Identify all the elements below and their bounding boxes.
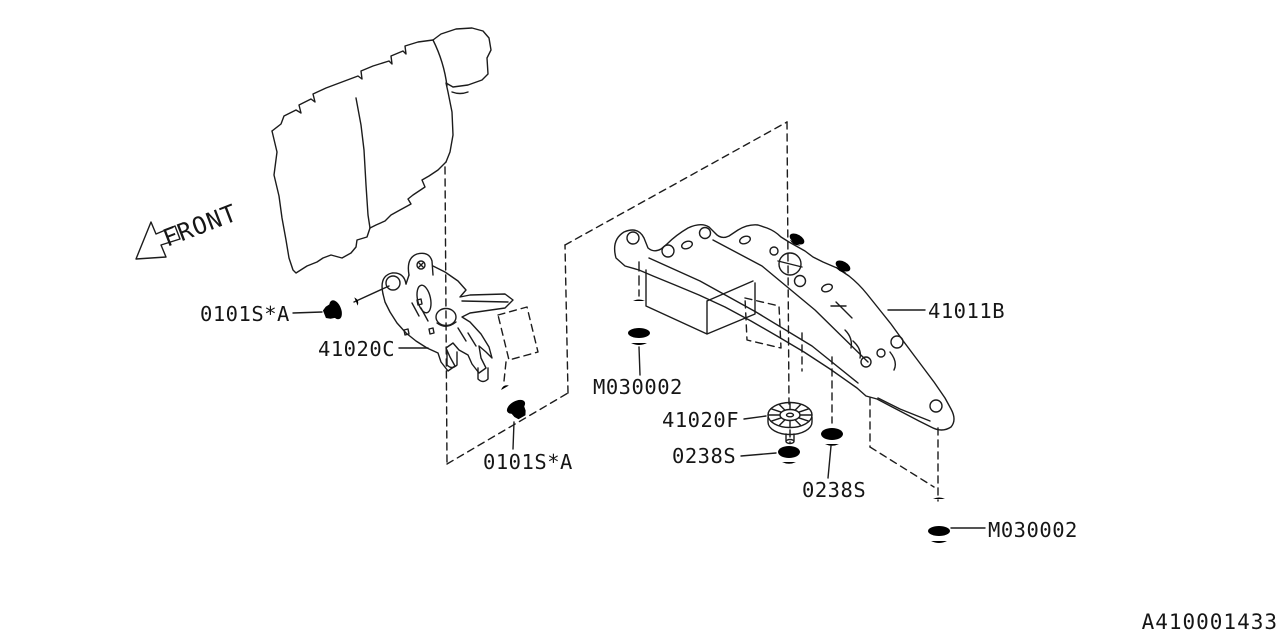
part-label-m030002-left[interactable]: M030002 <box>593 375 683 399</box>
part-label-0238s-left[interactable]: 0238S <box>672 444 736 468</box>
crossmember-41011b-drawing <box>613 224 955 431</box>
damper-41020f-drawing <box>767 401 813 445</box>
part-label-41011b[interactable]: 41011B <box>928 299 1005 323</box>
front-label: FRONT <box>159 199 241 253</box>
part-label-0101sa-lower[interactable]: 0101S*A <box>483 450 573 474</box>
part-label-m030002-right[interactable]: M030002 <box>988 518 1078 542</box>
part-label-41020f[interactable]: 41020F <box>662 408 739 432</box>
part-label-0101sa-upper[interactable]: 0101S*A <box>200 302 290 326</box>
leader-lines <box>292 309 986 529</box>
bracket-41020c-drawing <box>353 252 514 383</box>
part-label-41020c[interactable]: 41020C <box>318 337 395 361</box>
nut-0238s-right-drawing <box>821 428 843 446</box>
bolt-0101sa-lower-drawing <box>495 381 531 423</box>
part-label-0238s-right[interactable]: 0238S <box>802 478 866 502</box>
part-labels: 0101S*A 41020C M030002 41020F 0238S 0101… <box>200 299 1078 542</box>
bolt-m030002-right-drawing <box>928 497 950 543</box>
nut-0238s-left-drawing <box>778 446 800 464</box>
front-arrow-icon <box>135 221 181 260</box>
projection-dashed-lines <box>444 121 939 502</box>
bolt-0101sa-upper-drawing <box>320 291 362 324</box>
engine-silhouette <box>271 27 492 274</box>
drawing-number: A410001433 <box>1142 610 1278 634</box>
